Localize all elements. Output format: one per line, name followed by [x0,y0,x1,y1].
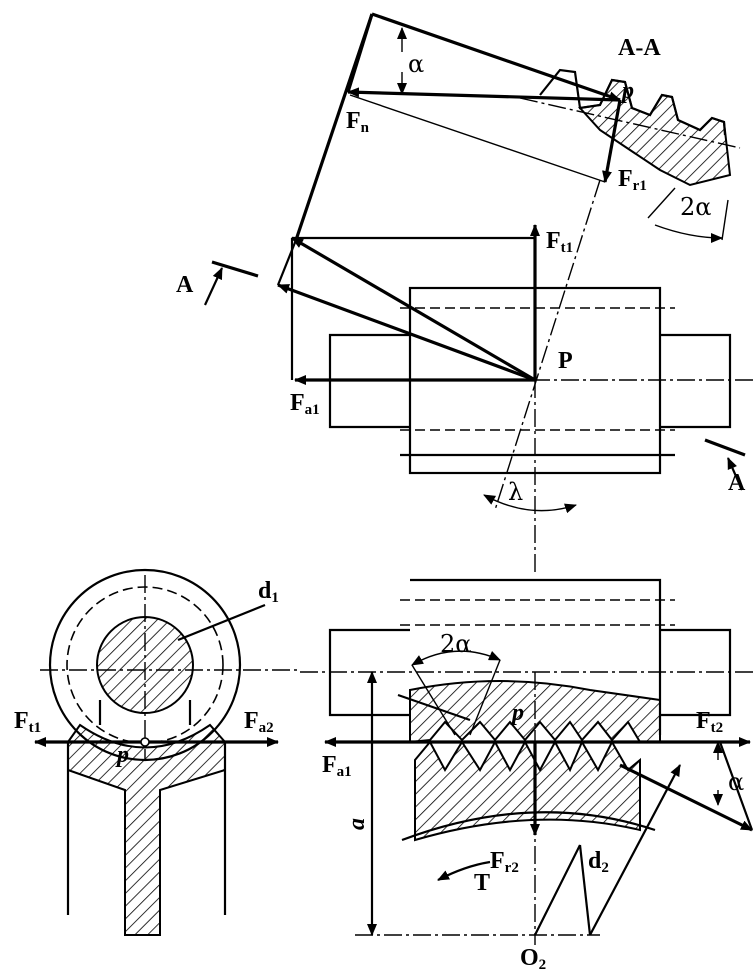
ft2-label: Ft2 [696,708,723,736]
pitch-point-label: P [558,348,573,374]
section-mark-right: A [728,470,746,496]
fa2-label: Fa2 [244,708,274,736]
d2-label: d2 [588,848,609,876]
section-mark-left: A [176,272,194,298]
torque-label: T [474,870,490,896]
fr2-label: Fr2 [490,848,519,876]
lambda-label: λ [508,478,523,506]
section-label: A-A [618,35,661,61]
two-alpha-top-label: 2α [680,193,711,221]
two-alpha-bottom-label: 2α [440,630,471,658]
section-a-a-force-triangle [294,12,741,511]
d1-label: d1 [258,578,279,606]
side-section-view [34,568,300,936]
ft1-top-label: Ft1 [546,228,573,256]
pitch-point-top-label: p [620,78,634,104]
alpha-top-label: α [408,50,424,78]
worm-top-view [204,224,756,575]
o2-label: O2 [520,945,546,972]
alpha-bottom-label: α [728,768,744,796]
pitch-point-bottom-label: p [510,700,524,726]
ft1-left-label: Ft1 [14,708,41,736]
pitch-point-left-label: p [115,742,129,768]
mesh-front-view [300,578,756,945]
fa1-top-label: Fa1 [290,390,320,418]
center-distance-label: a [344,818,370,830]
fr1-label: Fr1 [618,166,647,194]
fn-label: Fn [346,108,370,136]
fa1-bottom-label: Fa1 [322,752,352,780]
